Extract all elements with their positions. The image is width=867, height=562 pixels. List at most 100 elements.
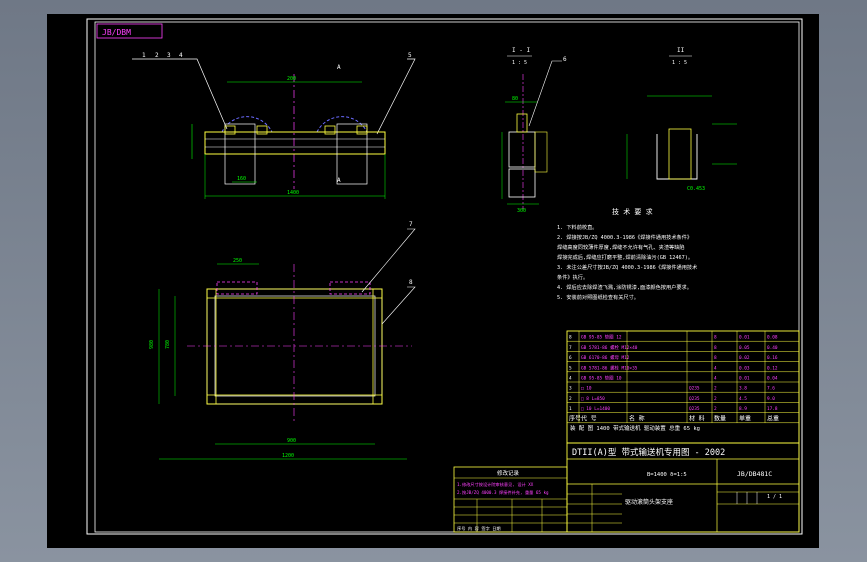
note-line-1: 1. 下料前校直。 bbox=[557, 223, 598, 231]
callout-4: 4 bbox=[179, 52, 183, 59]
bom-summary: 装 配 图 1400 带式输送机 驱动装置 总重 65 kg bbox=[570, 424, 700, 432]
bom-cell: 8 bbox=[714, 355, 717, 361]
bom-cell: Q235 bbox=[689, 386, 700, 392]
revision-line-1: 1.修改尺寸按设计院审核意见, 设计 XX bbox=[457, 481, 534, 488]
bom-header-cell: 序号 bbox=[569, 414, 581, 422]
bom-cell: 5 bbox=[569, 365, 572, 371]
callout-3: 3 bbox=[167, 52, 171, 59]
bom-cell: 9.0 bbox=[767, 396, 775, 402]
note-line-3: 焊缝高度同较薄件厚度,焊缝不允许有气孔、夹渣等缺陷 bbox=[557, 243, 685, 251]
bom-cell: GB 95-85 垫圈 10 bbox=[581, 375, 622, 382]
dim-s1-a: 80 bbox=[512, 96, 518, 102]
bom-cell: □ 10 L=1400 bbox=[581, 406, 610, 412]
title-tag-box bbox=[96, 23, 163, 39]
bom-cell: 6 bbox=[569, 355, 572, 361]
technical-notes: 技 术 要 求 1. 下料前校直。 2. 焊接按JB/ZQ 4000.3-198… bbox=[557, 207, 697, 301]
bom-cell: 0.01 bbox=[739, 376, 750, 382]
bom-cell: 3 bbox=[569, 386, 572, 392]
section-2-scale: 1 : 5 bbox=[672, 60, 687, 66]
callout-8: 8 bbox=[409, 279, 413, 286]
bill-of-materials: 8 GB 95-85 垫圈 12 8 0.01 0.08 7 GB 5781-86 螺栓 M… bbox=[566, 330, 800, 444]
callout-1: 1 bbox=[142, 52, 146, 59]
section-1-label: I - I bbox=[512, 47, 530, 54]
section-2-label: II bbox=[677, 47, 685, 54]
bom-cell: Q235 bbox=[689, 396, 700, 402]
note-line-5: 3. 未注公差尺寸按JB/ZQ 4000.3-1986《焊接件通用技术 bbox=[557, 263, 697, 271]
plan-view: 7 8 250 980 780 900 1200 bbox=[149, 221, 416, 460]
sheet-number: 1 / 1 bbox=[767, 494, 782, 500]
bom-cell: 2 bbox=[714, 386, 717, 392]
callout-6: 6 bbox=[563, 56, 567, 63]
bom-cell: 0.16 bbox=[767, 355, 778, 361]
dim-plan-top: 250 bbox=[233, 258, 242, 264]
dim-width: 1400 bbox=[287, 190, 299, 196]
bom-cell: 0.04 bbox=[767, 376, 778, 382]
part-name: 驱动滚筒头架支座 bbox=[625, 498, 673, 506]
dim-bottom: 1200 bbox=[282, 453, 294, 459]
title-tag: JB/DBM bbox=[102, 28, 131, 37]
dim-plan-side2: 780 bbox=[165, 340, 171, 349]
bom-cell: 8 bbox=[714, 345, 717, 351]
title-block: DTII(A)型 带式输送机专用图 - 2002 B=1400 δ=1:5 JB… bbox=[566, 442, 800, 533]
bom-cell: 0.40 bbox=[767, 345, 778, 351]
bom-cell: 2 bbox=[714, 406, 717, 412]
bom-cell: GB 5781-86 螺栓 M10×35 bbox=[581, 364, 638, 371]
bom-cell: 2 bbox=[569, 396, 572, 402]
callout-5: 5 bbox=[408, 52, 412, 59]
bom-cell: GB 5781-86 螺栓 M12×40 bbox=[581, 344, 638, 351]
callout-2: 2 bbox=[155, 52, 159, 59]
dim-s1-b: 300 bbox=[517, 208, 526, 214]
bom-cell: 7 bbox=[569, 345, 572, 351]
bom-cell: 0.03 bbox=[739, 365, 750, 371]
bom-cell: 0.01 bbox=[739, 335, 750, 341]
dim-left: 160 bbox=[237, 176, 246, 182]
notes-heading: 技 术 要 求 bbox=[612, 207, 653, 216]
drawing-viewport[interactable]: JB/DBM 1 2 3 4 5 A A 200 160 bbox=[47, 14, 819, 548]
drawing-number: JB/DB481C bbox=[737, 470, 772, 478]
bom-cell: □ 8 L=850 bbox=[581, 396, 605, 402]
bom-header-cell: 单重 bbox=[739, 414, 751, 422]
bom-cell: 7.6 bbox=[767, 386, 775, 392]
bom-cell: 4 bbox=[714, 365, 717, 371]
note-line-8: 5. 安装前对照图纸检查有关尺寸。 bbox=[557, 293, 639, 301]
dim-s2: C0.453 bbox=[687, 186, 705, 192]
revision-line-2: 2.按JB/ZQ 4000.3 焊接件补充, 重量 65 kg bbox=[457, 489, 549, 496]
bom-cell: GB 6170-86 螺母 M12 bbox=[581, 354, 630, 361]
bom-cell: 8 bbox=[569, 335, 572, 341]
bom-cell: 1 bbox=[569, 406, 572, 412]
bom-cell: □ 10 bbox=[581, 386, 592, 392]
bom-cell: 2 bbox=[714, 396, 717, 402]
bom-cell: 4 bbox=[569, 376, 572, 382]
section-1-scale: 1 : 5 bbox=[512, 60, 527, 66]
bom-header-cell: 名 称 bbox=[629, 414, 645, 422]
revision-heading: 修改记录 bbox=[497, 469, 520, 477]
dim-plan-side: 980 bbox=[149, 340, 155, 349]
bom-cell: 0.08 bbox=[767, 335, 778, 341]
bom-cell: 0.12 bbox=[767, 365, 778, 371]
bom-cell: 0.05 bbox=[739, 345, 750, 351]
bom-cell: 4 bbox=[714, 376, 717, 382]
front-view: 1 2 3 4 5 A A 200 160 1400 bbox=[132, 52, 416, 199]
note-line-4: 焊接完成后,焊缝应打磨平整,焊前清除油污(GB 12467)。 bbox=[557, 253, 693, 261]
bom-cell: 8.9 bbox=[739, 406, 747, 412]
section-view-1: I - I 1 : 5 6 80 300 bbox=[501, 47, 567, 214]
note-line-2: 2. 焊接按JB/ZQ 4000.3-1986《焊接件通用技术条件》 bbox=[557, 233, 692, 241]
revision-footer: 序号 内 容 签字 日期 bbox=[457, 525, 501, 532]
bom-cell: GB 95-85 垫圈 12 bbox=[581, 334, 622, 341]
note-line-7: 4. 焊后应去除焊渣飞溅,涂防锈漆,面漆颜色按用户要求。 bbox=[557, 283, 692, 291]
cad-drawing[interactable]: JB/DBM 1 2 3 4 5 A A 200 160 bbox=[47, 14, 819, 548]
dim-top: 200 bbox=[287, 76, 296, 82]
dim-mid: 900 bbox=[287, 438, 296, 444]
bom-cell: Q235 bbox=[689, 406, 700, 412]
bom-header-cell: 总重 bbox=[767, 414, 779, 422]
note-line-6: 条件》执行。 bbox=[557, 273, 588, 281]
section-a-bottom: A bbox=[337, 177, 341, 184]
bom-cell: 0.02 bbox=[739, 355, 750, 361]
bom-cell: 17.8 bbox=[767, 406, 778, 412]
outer-frame bbox=[86, 18, 803, 535]
bom-cell: 4.5 bbox=[739, 396, 747, 402]
revision-block: 修改记录 1.修改尺寸按设计院审核意见, 设计 XX 2.按JB/ZQ 4000… bbox=[453, 466, 568, 533]
section-view-2: II 1 : 5 C0.453 bbox=[626, 47, 737, 192]
bom-header-cell: 材 料 bbox=[689, 414, 705, 422]
inner-frame bbox=[94, 21, 800, 533]
